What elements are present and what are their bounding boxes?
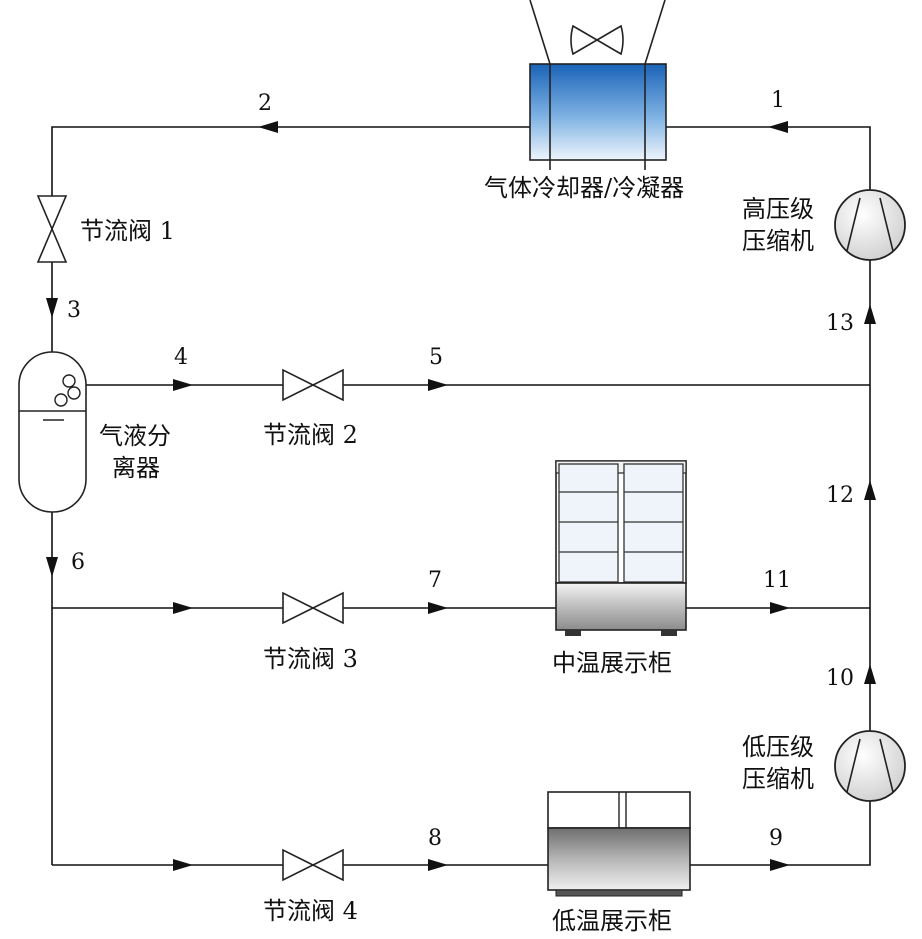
flow-arrows [46, 121, 876, 871]
valve-3-label: 节流阀 3 [263, 645, 358, 673]
point-label-2: 2 [258, 91, 272, 116]
low-temp-display-cabinet [547, 791, 691, 897]
arrow-right-5 [428, 379, 448, 391]
arrow-right-11 [770, 602, 790, 614]
throttle-valve-4 [282, 848, 344, 882]
arrow-right-7 [428, 602, 448, 614]
arrow-right-8 [428, 859, 448, 871]
lp-compressor-label-line2: 压缩机 [742, 765, 814, 793]
arrow-up-12 [864, 480, 876, 500]
throttle-valve-2 [282, 368, 344, 402]
arrow-right-row4 [173, 859, 193, 871]
arrow-up-13 [864, 304, 876, 324]
point-label-7: 7 [428, 568, 442, 593]
throttle-valve-1 [36, 195, 68, 263]
state-point-labels: 2 1 3 4 5 6 7 11 8 9 13 12 10 [67, 88, 854, 851]
gas-cooler [529, 0, 667, 170]
hp-compressor-label-line1: 高压级 [742, 195, 814, 223]
point-label-9: 9 [769, 826, 783, 851]
valve-1-label: 节流阀 1 [80, 217, 175, 245]
separator-label-line2: 离器 [112, 454, 160, 482]
hp-compressor-label-line2: 压缩机 [742, 227, 814, 255]
gas-liquid-separator [18, 351, 87, 513]
point-label-4: 4 [174, 345, 188, 370]
medium-temp-display-cabinet [555, 460, 687, 636]
valve-2-label: 节流阀 2 [263, 421, 358, 449]
valve-4-label: 节流阀 4 [263, 897, 358, 925]
point-label-10: 10 [826, 666, 854, 691]
point-label-11: 11 [763, 568, 791, 593]
lp-compressor-label-line1: 低压级 [742, 733, 814, 761]
fan-icon [570, 24, 624, 56]
component-labels: 气体冷却器/冷凝器 节流阀 1 节流阀 2 节流阀 3 节流阀 4 气液分 离器… [80, 174, 814, 935]
arrow-right-4 [173, 379, 193, 391]
point-label-13: 13 [826, 311, 854, 336]
point-label-3: 3 [67, 298, 81, 323]
point-label-5: 5 [429, 345, 443, 370]
arrow-down-3 [46, 298, 58, 318]
arrow-down-6 [46, 557, 58, 577]
low-pressure-compressor [834, 730, 906, 802]
mt-cabinet-label: 中温展示柜 [552, 649, 672, 677]
point-label-12: 12 [826, 483, 854, 508]
point-label-6: 6 [71, 550, 85, 575]
condenser-label: 气体冷却器/冷凝器 [484, 174, 684, 202]
point-label-1: 1 [771, 88, 785, 113]
high-pressure-compressor [834, 189, 906, 261]
throttle-valve-3 [282, 591, 344, 625]
point-label-8: 8 [428, 826, 442, 851]
arrow-left-2 [258, 121, 278, 133]
separator-label-line1: 气液分 [99, 422, 171, 450]
arrow-up-10 [864, 664, 876, 684]
arrow-right-9 [770, 859, 790, 871]
arrow-right-row3 [173, 602, 193, 614]
arrow-left-1 [768, 121, 788, 133]
lt-cabinet-label: 低温展示柜 [552, 907, 672, 935]
